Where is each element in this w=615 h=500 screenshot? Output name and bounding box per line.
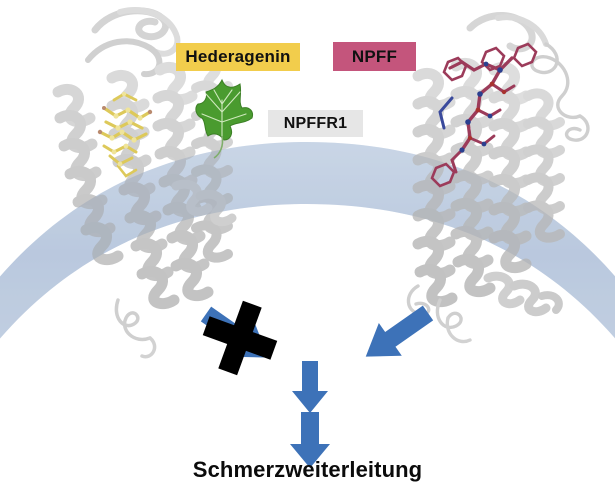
arrow-vertical-upper <box>292 361 328 413</box>
label-npff: NPFF <box>333 42 416 71</box>
hederagenin-ligand <box>97 91 153 178</box>
label-npffr1: NPFFR1 <box>268 110 363 137</box>
label-hederagenin: Hederagenin <box>176 43 300 71</box>
block-cross-icon <box>202 300 278 376</box>
ivy-leaf-icon <box>195 78 253 159</box>
arrow-vertical-lower <box>290 412 330 468</box>
caption-schmerzweiterleitung: Schmerzweiterleitung <box>192 457 423 482</box>
npff-peptide-ligand <box>430 42 538 188</box>
